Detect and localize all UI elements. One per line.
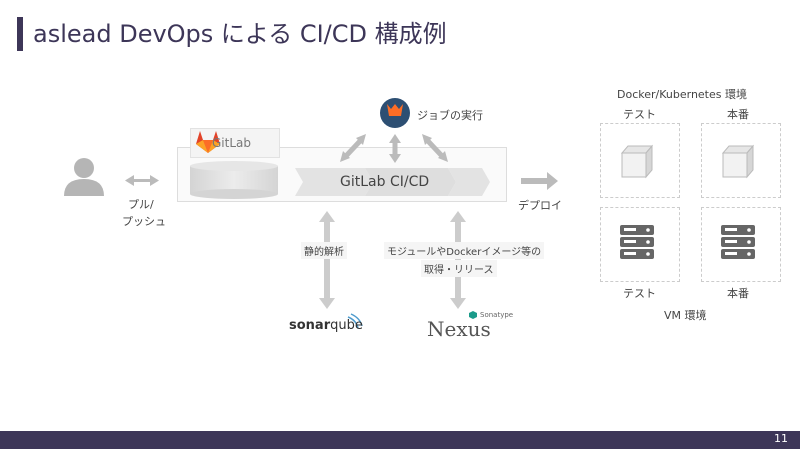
title-accent-bar bbox=[17, 17, 23, 51]
push-pull-label-line1: プル/ bbox=[128, 198, 154, 211]
nexus-arrow-label-line1: モジュールやDockerイメージ等の bbox=[384, 242, 545, 259]
sonarqube-logo-text: sonarqube bbox=[289, 318, 363, 333]
runner-label: ジョブの実行 bbox=[417, 109, 483, 122]
vm-test-label: テスト bbox=[623, 287, 656, 300]
server-icon bbox=[620, 225, 654, 259]
sonarqube-logo-part2: qube bbox=[330, 318, 363, 333]
runner-arrows bbox=[340, 134, 448, 163]
sonar-arrow bbox=[319, 211, 335, 309]
pipeline-label: GitLab CI/CD bbox=[340, 174, 430, 190]
vm-prod-label: 本番 bbox=[727, 287, 749, 300]
slide-title: aslead DevOps による CI/CD 構成例 bbox=[33, 20, 447, 48]
sonarqube-logo-part1: sonar bbox=[289, 318, 331, 333]
repository-cylinder-icon bbox=[190, 161, 278, 199]
nexus-logo-icon bbox=[469, 311, 477, 319]
nexus-logo-large: Nexus bbox=[427, 317, 491, 341]
vm-env-title: VM 環境 bbox=[664, 309, 707, 322]
user-icon bbox=[64, 158, 104, 196]
footer-bar: 11 bbox=[0, 431, 800, 449]
docker-prod-label: 本番 bbox=[727, 108, 749, 121]
nexus-arrow-label-line2: 取得・リリース bbox=[421, 260, 497, 277]
nexus-logo-small: Sonatype bbox=[480, 311, 514, 319]
docker-env-title: Docker/Kubernetes 環境 bbox=[617, 88, 747, 101]
page-number: 11 bbox=[774, 432, 788, 445]
runner-icon bbox=[380, 98, 410, 128]
gitlab-brand-label: GitLab bbox=[212, 136, 251, 150]
deploy-arrow bbox=[521, 172, 558, 190]
pipeline-chevrons bbox=[295, 168, 490, 196]
container-cube-icon bbox=[620, 144, 654, 179]
server-icon bbox=[721, 225, 755, 259]
deploy-label: デプロイ bbox=[518, 199, 562, 212]
sonarqube-logo-icon bbox=[347, 313, 363, 329]
push-pull-label-line2: プッシュ bbox=[122, 215, 166, 228]
push-pull-arrow bbox=[125, 175, 159, 186]
docker-test-label: テスト bbox=[623, 108, 656, 121]
gitlab-brand-tag bbox=[190, 128, 280, 158]
container-cube-icon bbox=[721, 144, 755, 179]
vm-test-box bbox=[600, 207, 680, 282]
sonar-arrow-label: 静的解析 bbox=[301, 242, 347, 259]
gitlab-logo-icon bbox=[196, 131, 220, 153]
